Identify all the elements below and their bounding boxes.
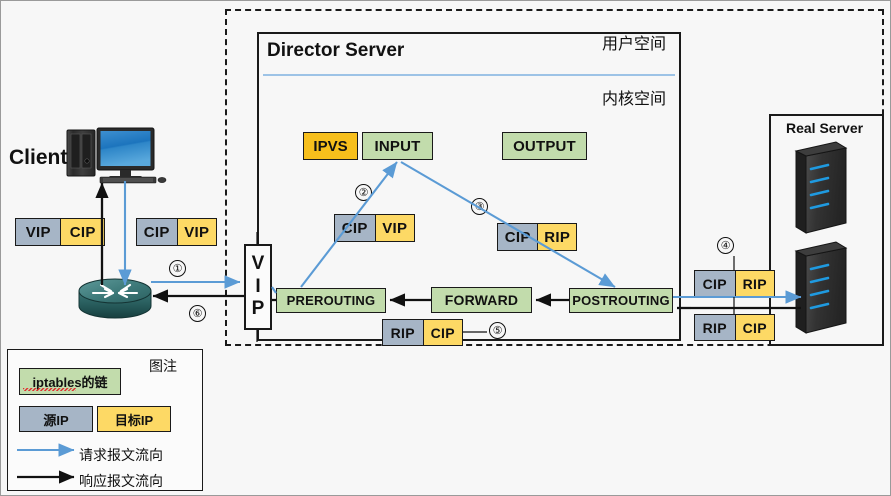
legend-sample-arrows [17, 443, 75, 484]
postrouting-chain-box: POSTROUTING [569, 288, 673, 313]
step-marker-4: ④ [717, 237, 734, 254]
packet-client-response: VIP CIP [15, 218, 105, 246]
arrow-step3-input-to-postrouting [400, 161, 616, 288]
response-flow-arrows [95, 182, 801, 310]
chip-connector-lines [256, 232, 735, 342]
packet-realserver-out-src: RIP [695, 315, 735, 340]
packet-client-response-src: VIP [16, 219, 61, 245]
packet-client-request-src: CIP [137, 219, 177, 245]
packet-realserver-in: CIP RIP [694, 270, 775, 297]
step-marker-3: ③ [471, 198, 488, 215]
director-vip-nic: V I P [244, 244, 272, 330]
packet-prerouting-request-dst: VIP [374, 215, 414, 241]
packet-client-request: CIP VIP [136, 218, 217, 246]
vip-nic-char-1: I [255, 275, 261, 297]
packet-realserver-out-dst: CIP [734, 315, 774, 340]
real-server-tower-icon-2 [794, 241, 848, 334]
real-server-tower-icon-1 [794, 141, 848, 234]
output-chain-box: OUTPUT [502, 132, 587, 160]
packet-postrouting-request: CIP RIP [497, 223, 577, 251]
client-computer-tower-icon [66, 129, 96, 177]
vip-nic-char-2: P [251, 298, 265, 320]
client-label: Client [9, 146, 68, 169]
prerouting-chain-box: PREROUTING [276, 288, 386, 313]
step-marker-1: ① [169, 260, 186, 277]
real-server-box [769, 114, 884, 346]
userspace-kernelspace-divider [263, 74, 675, 76]
legend-source-ip-swatch: 源IP [19, 406, 93, 432]
router-icon [78, 278, 152, 319]
legend-response-flow-label: 响应报文流向 [79, 473, 163, 489]
input-chain-box: INPUT [362, 132, 433, 160]
arrow-step2-prerouting-to-input [300, 161, 398, 288]
director-server-box [257, 32, 681, 341]
packet-postrouting-request-src: CIP [498, 224, 538, 250]
arrow-nic-to-prerouting [271, 286, 277, 294]
packet-director-response-dst: CIP [422, 320, 462, 345]
step-marker-6: ⑥ [189, 305, 206, 322]
client-keyboard-icon [99, 176, 157, 184]
user-space-label: 用户空间 [602, 36, 667, 53]
packet-realserver-out: RIP CIP [694, 314, 775, 341]
packet-client-response-dst: CIP [60, 219, 104, 245]
director-server-title: Director Server [267, 40, 405, 61]
packet-director-response: RIP CIP [382, 319, 463, 346]
packet-director-response-src: RIP [383, 320, 423, 345]
kernel-space-label: 内核空间 [602, 91, 667, 108]
real-server-title: Real Server [786, 120, 864, 136]
packet-client-request-dst: VIP [176, 219, 216, 245]
legend-title: 图注 [149, 358, 177, 374]
packet-realserver-in-dst: RIP [734, 271, 774, 296]
ipvs-box: IPVS [303, 132, 358, 160]
packet-realserver-in-src: CIP [695, 271, 735, 296]
step-marker-2: ② [355, 184, 372, 201]
client-mouse-icon [157, 177, 167, 183]
legend-request-flow-label: 请求报文流向 [79, 447, 163, 463]
vip-nic-char-0: V [251, 253, 265, 275]
spellcheck-squiggle [23, 388, 76, 391]
client-monitor-icon [96, 127, 155, 180]
forward-chain-box: FORWARD [431, 287, 532, 313]
packet-prerouting-request-src: CIP [335, 215, 375, 241]
legend-dest-ip-swatch: 目标IP [97, 406, 171, 432]
step-marker-5: ⑤ [489, 322, 506, 339]
request-flow-arrows [118, 161, 802, 304]
